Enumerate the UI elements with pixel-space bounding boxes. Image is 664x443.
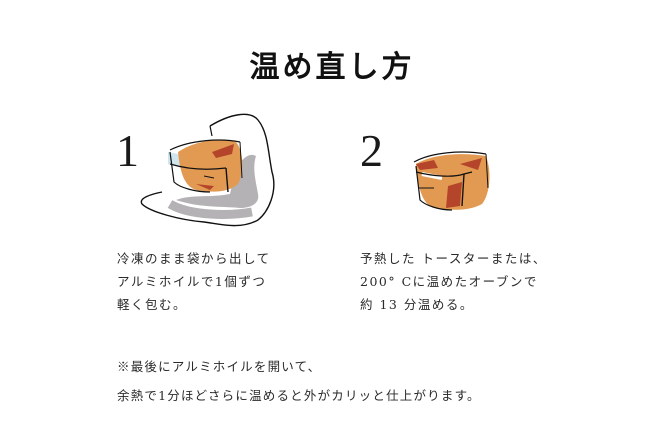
step-1-instructions: 冷凍のまま袋から出して アルミホイルで1個ずつ 軽く包む。 [117,247,271,316]
footnote-line: 余熱で1分ほどさらに温めると外がカリッと仕上がります。 [117,388,481,403]
footnote-line: ※最後にアルミホイルを開いて、 [117,359,322,374]
step-2-line: 約 13 分温める。 [360,297,474,312]
step-2-number: 2 [360,125,383,176]
page-title: 温め直し方 [249,50,415,85]
step-1-line: 冷凍のまま袋から出して [117,251,271,266]
step-2-line: 200° Cに温めたオーブンで [360,274,538,289]
frozen-cake-in-foil-icon [140,113,275,227]
step-2-line: 予熱した トースターまたは、 [360,251,547,266]
cake-icon [413,151,490,211]
footnote: ※最後にアルミホイルを開いて、 余熱で1分ほどさらに温めると外がカリッと仕上がり… [117,352,481,410]
step-1-number: 1 [116,125,139,176]
step-2-instructions: 予熱した トースターまたは、 200° Cに温めたオーブンで 約 13 分温める… [360,247,547,316]
step-1-line: 軽く包む。 [117,297,188,312]
step-1-line: アルミホイルで1個ずつ [117,274,267,289]
